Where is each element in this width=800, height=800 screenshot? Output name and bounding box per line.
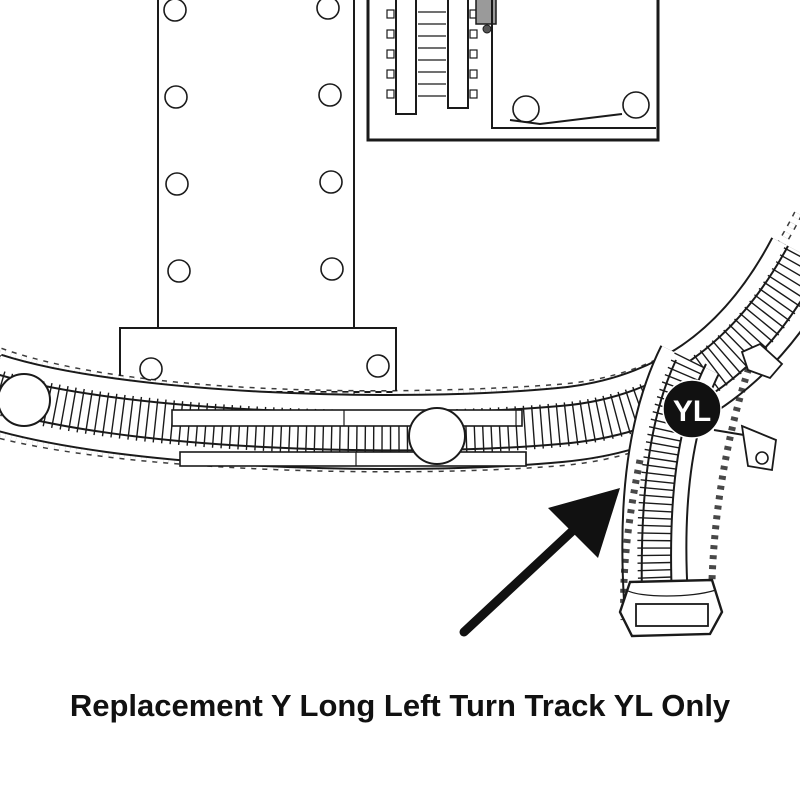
yl-marker-badge xyxy=(662,379,722,439)
pointer-arrow xyxy=(459,488,620,637)
yl-marker: YL xyxy=(662,379,722,439)
yl-marker-label: YL xyxy=(673,395,711,428)
caption: Replacement Y Long Left Turn Track YL On… xyxy=(69,688,731,723)
main-track xyxy=(0,207,800,473)
pillar-board xyxy=(157,0,355,333)
pillar-base-plate xyxy=(119,327,397,393)
inset-box xyxy=(366,0,660,142)
